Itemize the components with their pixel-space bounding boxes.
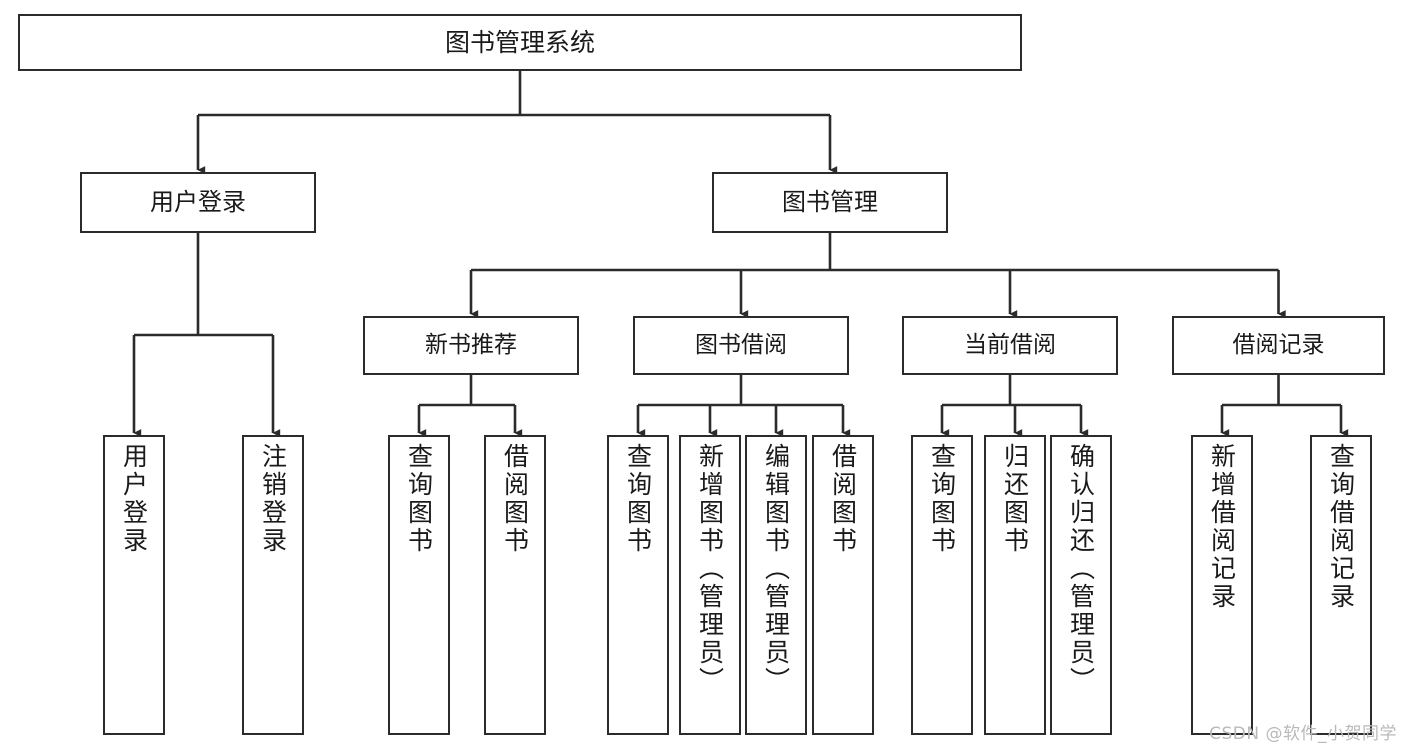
leaf-user-login[interactable]: 用户登录 [103, 435, 165, 735]
leaf-query-borrowing-record[interactable]: 查询借阅记录 [1310, 435, 1372, 735]
node-label: 图书管理系统 [444, 27, 595, 57]
node-label: 借阅图书 [500, 443, 530, 555]
node-new-book-recommendation[interactable]: 新书推荐 [363, 316, 579, 375]
leaf-borrow-books[interactable]: 借阅图书 [812, 435, 874, 735]
node-label: 查询借阅记录 [1326, 443, 1356, 611]
node-book-borrowing[interactable]: 图书借阅 [633, 316, 849, 375]
node-label: 查询图书 [623, 443, 653, 555]
leaf-query-books-borrowing[interactable]: 查询图书 [607, 435, 669, 735]
leaf-query-books-recommendation[interactable]: 查询图书 [388, 435, 450, 735]
leaf-confirm-return-admin[interactable]: 确认归还（管理员） [1050, 435, 1112, 735]
node-label: 查询图书 [927, 443, 957, 555]
leaf-add-borrowing-record[interactable]: 新增借阅记录 [1191, 435, 1253, 735]
leaf-edit-book-admin[interactable]: 编辑图书（管理员） [745, 435, 807, 735]
node-label: 借阅记录 [1232, 331, 1325, 358]
leaf-query-books-current[interactable]: 查询图书 [911, 435, 973, 735]
leaf-borrow-books-recommendation[interactable]: 借阅图书 [484, 435, 546, 735]
node-label: 新增借阅记录 [1207, 443, 1237, 611]
leaf-return-books[interactable]: 归还图书 [984, 435, 1046, 735]
node-label: 查询图书 [404, 443, 434, 555]
node-label: 图书管理 [782, 188, 878, 217]
node-label: 当前借阅 [964, 331, 1056, 358]
leaf-add-book-admin[interactable]: 新增图书（管理员） [679, 435, 741, 735]
node-label: 借阅图书 [828, 443, 858, 555]
node-label: 用户登录 [119, 443, 149, 555]
node-label: 归还图书 [1000, 443, 1030, 555]
node-label: 新书推荐 [425, 331, 517, 358]
node-label: 编辑图书（管理员） [761, 443, 791, 695]
node-current-borrowing[interactable]: 当前借阅 [902, 316, 1118, 375]
node-user-login[interactable]: 用户登录 [80, 172, 316, 233]
node-label: 用户登录 [150, 188, 246, 217]
leaf-logout[interactable]: 注销登录 [242, 435, 304, 735]
node-borrowing-records[interactable]: 借阅记录 [1172, 316, 1385, 375]
node-label: 新增图书（管理员） [695, 443, 725, 695]
node-root[interactable]: 图书管理系统 [18, 14, 1022, 71]
node-book-management[interactable]: 图书管理 [712, 172, 948, 233]
node-label: 确认归还（管理员） [1066, 443, 1096, 695]
node-label: 图书借阅 [695, 331, 787, 358]
node-label: 注销登录 [258, 443, 288, 555]
